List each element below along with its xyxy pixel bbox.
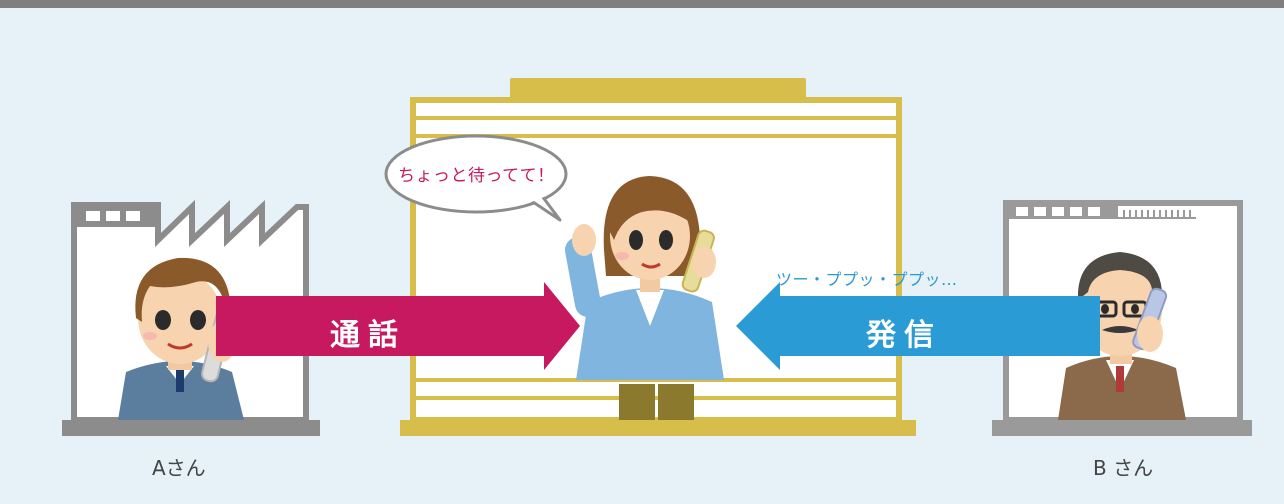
call-arrow bbox=[216, 282, 580, 370]
outgoing-arrow bbox=[736, 282, 1100, 370]
speech-bubble-text: ちょっと待ってて！ bbox=[398, 166, 555, 186]
top-bar bbox=[0, 0, 1284, 8]
speech-bubble bbox=[384, 134, 568, 222]
operator-avatar bbox=[565, 176, 724, 380]
person-b-label: B さん bbox=[1093, 456, 1154, 480]
dial-tone-text: ツー・ププッ・ププッ… bbox=[776, 270, 958, 289]
outgoing-arrow-label: 発信 bbox=[866, 318, 942, 353]
person-b-avatar bbox=[1058, 252, 1186, 420]
person-a-label: Aさん bbox=[152, 456, 206, 480]
call-arrow-label: 通話 bbox=[330, 318, 406, 353]
